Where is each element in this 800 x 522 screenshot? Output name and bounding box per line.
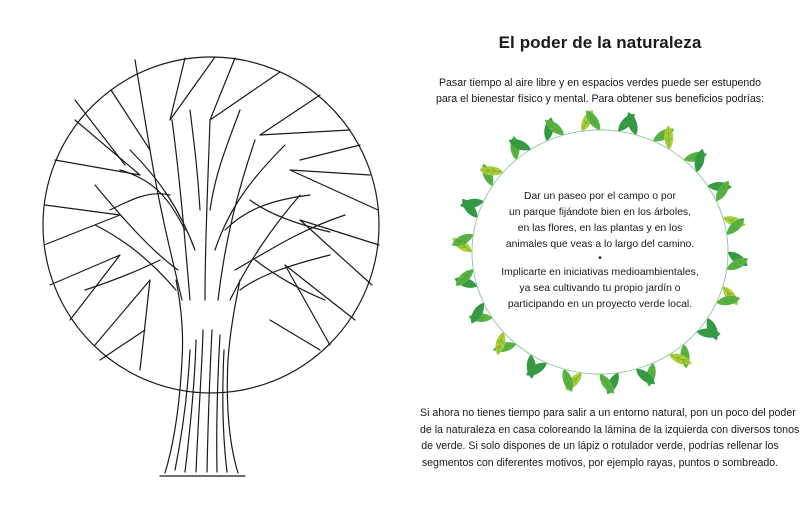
wreath-leaf: [599, 374, 614, 394]
left-page: [0, 0, 400, 517]
suggestion-line: Dar un paseo por el campo o por: [524, 191, 676, 202]
wreath-leaf: [636, 369, 655, 385]
wreath-content: Dar un paseo por el campo o por un parqu…: [470, 189, 730, 313]
wreath-leaf: [586, 110, 601, 130]
closing-line: segmentos con diferentes motivos, por ej…: [421, 456, 779, 469]
wreath-leaf: [726, 218, 745, 235]
wreath-leaf: [526, 354, 536, 379]
suggestion-line: Implicarte en iniciativas medioambiental…: [501, 267, 699, 278]
wreath-leaf: [715, 180, 730, 202]
wreath-leaf: [545, 119, 564, 135]
wreath-leaf: [669, 353, 692, 365]
wreath-leaf: [716, 295, 740, 306]
bullet-separator: •: [598, 253, 602, 264]
wreath-leaf: [455, 269, 474, 286]
wreath-leaf: [664, 125, 674, 150]
tree-crown-circle: [42, 56, 380, 394]
closing-paragraph: Si ahora no tienes tiempo para salir a u…: [420, 405, 800, 471]
wreath-leaf: [562, 369, 574, 392]
closing-line: de verde. Si solo dispones de un lápiz o…: [421, 440, 779, 452]
tree-coloring-illustration: [42, 56, 380, 477]
suggestion-walk: Dar un paseo por el campo o por un parqu…: [470, 189, 730, 253]
wreath-leaf: [626, 112, 638, 135]
page-title: El poder de la naturaleza: [498, 33, 702, 52]
wreath-leaf: [495, 331, 506, 356]
intro-line: para el bienestar físico y mental. Para …: [436, 93, 764, 105]
suggestion-line: animales que veas a lo largo del camino.: [505, 239, 695, 250]
wreath-leaf: [470, 302, 485, 324]
intro-paragraph: Pasar tiempo al aire libre y en espacios…: [428, 75, 772, 107]
wreath-leaf: [694, 148, 705, 173]
wreath-leaf: [726, 257, 749, 271]
wreath-leaf: [696, 328, 721, 338]
suggestion-line: un parque fijándote bien en los árboles,: [509, 207, 691, 218]
right-page: El poder de la naturaleza Pasar tiempo a…: [400, 0, 800, 517]
suggestion-line: ya sea cultivando tu propio jardín o: [519, 283, 681, 294]
intro-line: Pasar tiempo al aire libre y en espacios…: [438, 77, 762, 89]
suggestion-volunteer: Implicarte en iniciativas medioambiental…: [470, 265, 730, 313]
leaf-wreath: [451, 110, 749, 395]
suggestion-line: en las flores, en las plantas y en los: [517, 223, 683, 234]
wreath-leaf: [460, 198, 484, 209]
wreath-leaf: [508, 139, 531, 151]
wreath-stem: [471, 129, 729, 375]
closing-line: Si ahora no tienes tiempo para salir a u…: [420, 407, 796, 419]
wreath-leaf: [451, 233, 474, 247]
suggestion-line: participando en un proyecto verde local.: [507, 299, 693, 310]
closing-line: de la naturaleza en casa coloreando la l…: [420, 423, 800, 436]
wreath-leaf: [479, 166, 504, 176]
